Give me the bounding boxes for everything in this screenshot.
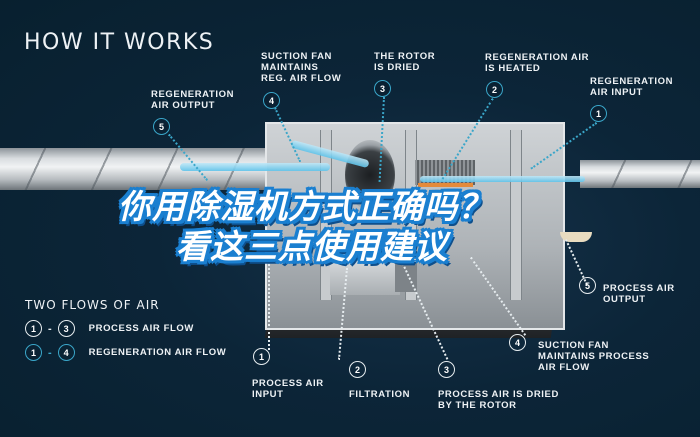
callout-badge-process-3: 3 (438, 361, 455, 378)
label-line: REG. AIR FLOW (261, 73, 342, 84)
callout-badge-process-4: 4 (509, 334, 526, 351)
label-line: MAINTAINS PROCESS (538, 351, 650, 362)
label-line: PROCESS AIR (252, 378, 324, 389)
label-line: MAINTAINS (261, 62, 319, 73)
page-heading: HOW IT WORKS (24, 30, 215, 55)
callout-label-process-input: PROCESS AIR INPUT (252, 378, 324, 400)
label-line: INPUT (252, 389, 284, 400)
callout-badge-regen-4: 4 (263, 92, 280, 109)
heater-glow (418, 183, 473, 187)
callout-badge-process-1: 1 (253, 348, 270, 365)
callout-label-process-output: PROCESS AIR OUTPUT (603, 283, 675, 305)
legend-label: REGENERATION AIR FLOW (88, 347, 227, 358)
label-line: AIR INPUT (590, 87, 643, 98)
duct-seams (580, 160, 700, 188)
process-fan (395, 262, 417, 292)
legend-badge-from: 1 (25, 320, 42, 337)
callout-badge-process-5: 5 (579, 277, 596, 294)
legend-badge-to: 3 (57, 320, 75, 337)
label-line: PROCESS AIR (603, 283, 675, 294)
callout-badge-regen-1: 1 (590, 105, 607, 122)
label-line: AIR OUTPUT (151, 100, 216, 111)
legend-label: PROCESS AIR FLOW (88, 323, 194, 334)
label-line: REGENERATION AIR (485, 52, 590, 63)
callout-badge-process-2: 2 (349, 361, 366, 378)
regeneration-airflow (180, 163, 330, 171)
legend-title: TWO FLOWS OF AIR (25, 298, 160, 312)
legend-badge-to: 4 (57, 344, 75, 361)
overlay-title-line-1: 你用除湿机方式正确吗？ (118, 187, 492, 226)
label-line: AIR FLOW (538, 362, 590, 373)
legend: TWO FLOWS OF AIR 1 - 3 PROCESS AIR FLOW … (25, 298, 226, 361)
legend-separator: - (48, 346, 52, 359)
cabinet-divider (320, 130, 332, 300)
filter-drawer (330, 250, 400, 295)
label-line: REGENERATION (590, 76, 674, 87)
label-line: PROCESS AIR IS DRIED (438, 389, 559, 400)
label-line: SUCTION FAN (261, 51, 332, 62)
label-line: SUCTION FAN (538, 340, 609, 351)
callout-badge-regen-3: 3 (374, 80, 391, 97)
label-line: OUTPUT (603, 294, 646, 305)
callout-label-process-fan: SUCTION FAN MAINTAINS PROCESS AIR FLOW (538, 340, 649, 373)
label-line: BY THE ROTOR (438, 400, 517, 411)
process-output-flap (560, 232, 592, 242)
callout-label-rotor-dried: THE ROTOR IS DRIED (374, 51, 435, 73)
callout-label-filtration: FILTRATION (349, 389, 410, 400)
overlay-title-line-2: 看这三点使用建议 (176, 227, 448, 266)
label-line: IS HEATED (485, 63, 541, 74)
cabinet-divider (405, 130, 417, 300)
cabinet-divider (510, 130, 522, 300)
label-line: IS DRIED (374, 62, 420, 73)
label-line: THE ROTOR (374, 51, 436, 62)
regeneration-airflow (420, 176, 585, 182)
callout-badge-regen-2: 2 (486, 81, 503, 98)
desiccant-rotor (345, 140, 395, 210)
label-line: FILTRATION (349, 389, 411, 400)
callout-label-process-dried: PROCESS AIR IS DRIED BY THE ROTOR (438, 389, 559, 411)
callout-badge-regen-5: 5 (153, 118, 170, 135)
callout-label-regen-input: REGENERATION AIR INPUT (590, 76, 673, 98)
legend-separator: - (48, 322, 52, 335)
callout-label-regen-fan: SUCTION FAN MAINTAINS REG. AIR FLOW (261, 51, 341, 84)
legend-item-process: 1 - 3 PROCESS AIR FLOW (25, 320, 226, 337)
callout-label-regen-heated: REGENERATION AIR IS HEATED (485, 52, 589, 74)
leader-line (268, 260, 270, 350)
callout-label-regen-output: REGENERATION AIR OUTPUT (151, 89, 234, 111)
legend-badge-from: 1 (25, 344, 42, 361)
legend-item-regeneration: 1 - 4 REGENERATION AIR FLOW (25, 344, 226, 361)
label-line: REGENERATION (151, 89, 235, 100)
